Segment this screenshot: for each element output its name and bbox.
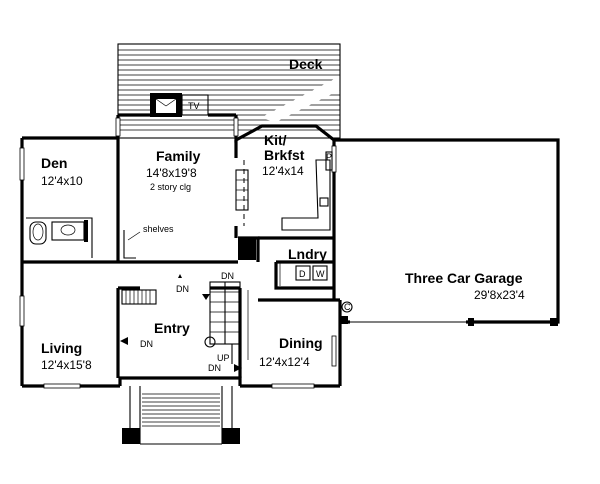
- windows: [19, 117, 337, 389]
- fireplace: TV: [150, 93, 209, 117]
- family-dim: 14'8x19'8: [146, 166, 197, 180]
- family-label: Family: [156, 148, 201, 164]
- dryer: [295, 265, 311, 281]
- laundry-label: Lndry: [288, 246, 327, 262]
- garage: C Three Car Garage 29'8x23'4: [334, 138, 560, 326]
- pantry: [325, 151, 333, 171]
- arrows: DN DN: [120, 294, 242, 373]
- shelves-label: shelves: [143, 224, 174, 234]
- bench: [121, 289, 157, 305]
- entry-label: Entry: [154, 320, 190, 336]
- front-steps: [122, 386, 240, 445]
- deck-label: Deck: [289, 56, 323, 72]
- sink: [319, 197, 329, 207]
- kitchen-dim: 12'4x14: [262, 164, 304, 178]
- entry-stairs: DN UP DN: [121, 271, 249, 364]
- room-labels: Den 12'4x10 Family 14'8x19'8 2 story clg…: [41, 132, 327, 372]
- column: [238, 238, 256, 260]
- garage-dim: 29'8x23'4: [474, 288, 525, 302]
- deck: Deck: [117, 43, 341, 139]
- kitchen-label-2: Brkfst: [264, 147, 305, 163]
- living-dim: 12'4x15'8: [41, 358, 92, 372]
- living-label: Living: [41, 340, 82, 356]
- family-fixtures: shelves: [123, 224, 256, 260]
- den-dim: 12'4x10: [41, 174, 83, 188]
- garage-label: Three Car Garage: [405, 270, 523, 286]
- kitchen-label: Kit/: [264, 132, 287, 148]
- tv-cabinet: [181, 94, 209, 116]
- den-bath: [29, 220, 88, 245]
- washer-label: W: [316, 269, 325, 279]
- entry-dn-top-label: DN: [176, 284, 189, 294]
- dining-dim: 12'4x12'4: [259, 355, 310, 369]
- pantry-label: P: [326, 152, 332, 162]
- dining-dn-label: DN: [208, 363, 221, 373]
- kitchen-fixtures: P: [235, 151, 333, 231]
- stair-dn-label: DN: [221, 271, 234, 281]
- stair-up-label: UP: [217, 353, 230, 363]
- dining-label: Dining: [279, 335, 323, 351]
- toilet-fixture: [29, 221, 47, 245]
- washer: [312, 265, 328, 281]
- living-dn-label: DN: [140, 339, 153, 349]
- dryer-label: D: [299, 269, 306, 279]
- family-note: 2 story clg: [150, 182, 191, 192]
- exterior-walls: [20, 113, 342, 388]
- den-label: Den: [41, 155, 67, 171]
- laundry: D W: [279, 262, 328, 286]
- tv-label: TV: [188, 101, 200, 111]
- garage-symbol: C: [344, 302, 351, 312]
